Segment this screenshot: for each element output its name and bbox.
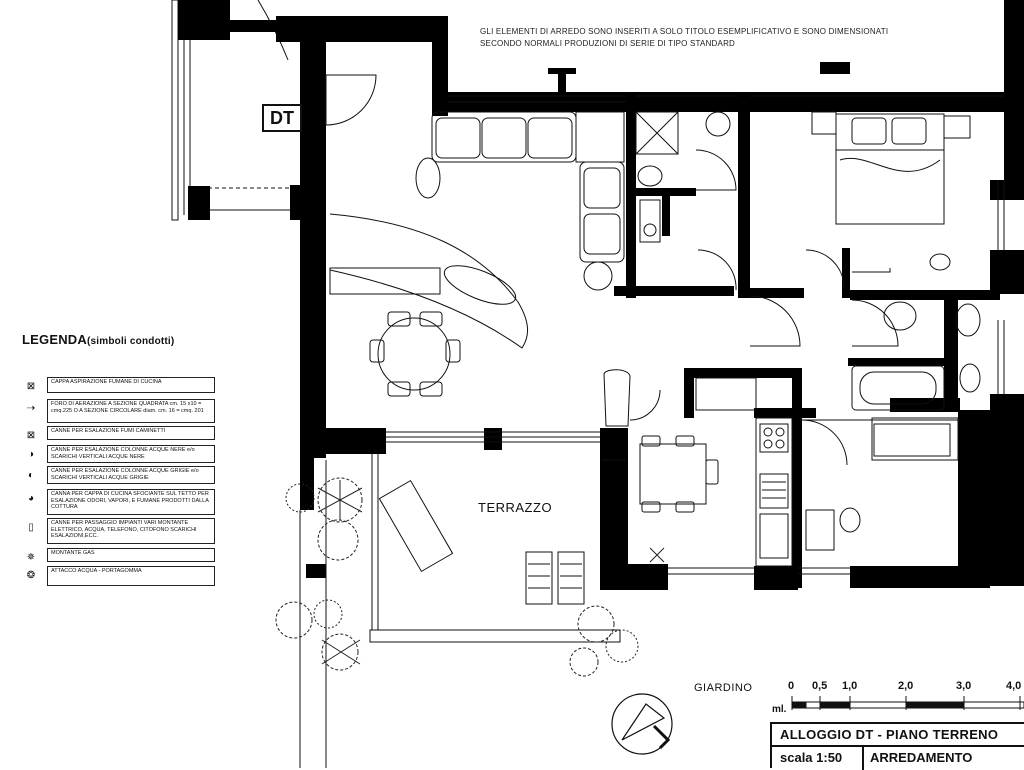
legend-item: ⊠ CANNE PER ESALAZIONE FUMI CAMINETTI	[20, 426, 216, 440]
legend-item: ▯ CANNE PER PASSAGGIO IMPIANTI VARI MONTA…	[20, 518, 216, 544]
bathroom-2	[851, 301, 981, 411]
plants	[275, 477, 665, 677]
bathroom-1	[635, 111, 731, 243]
legend-title-main: LEGENDA	[22, 332, 87, 347]
half-circle-right-icon: ◐	[27, 469, 35, 481]
legend-item-text: CAPPA ASPIRAZIONE FUMANE DI CUCINA	[47, 377, 215, 393]
scale-tick-label: 2,0	[898, 680, 914, 692]
legend-item: ◕ CANNA PER CAPPA DI CUCINA SFOCIANTE SUL…	[20, 489, 216, 515]
interior-walls	[614, 108, 1000, 588]
tap-icon: ❂	[26, 569, 36, 581]
title-block-subject: ARREDAMENTO	[870, 750, 973, 765]
legend-item-text: FORO DI AERAZIONE A SEZIONE QUADRATA cm.…	[47, 399, 215, 423]
gas-star-icon: ✵	[26, 551, 36, 563]
stair-landing	[171, 0, 305, 221]
windows	[386, 95, 1005, 575]
cross-box-icon: ⊠	[26, 380, 36, 392]
scale-bar	[791, 696, 1024, 710]
legend-title: LEGENDA(simboli condotti)	[22, 332, 174, 347]
scale-tick-label: 0,5	[812, 680, 828, 692]
scale-tick-label: 4,0	[1006, 680, 1022, 692]
compass-icon	[611, 693, 673, 755]
living-room-furniture	[329, 111, 631, 427]
title-block: ALLOGGIO DT - PIANO TERRENO scala 1:50 A…	[770, 722, 1024, 770]
legend-item: ◐ CANNE PER ESALAZIONE COLONNE ACQUE GRIG…	[20, 466, 216, 484]
door-swings	[325, 74, 899, 466]
legend-item-text: MONTANTE GAS	[47, 548, 215, 562]
quarter-circle-icon: ◕	[27, 492, 35, 504]
title-block-scale: scala 1:50	[780, 750, 843, 765]
legend-item: ◑ CANNE PER ESALAZIONE COLONNE ACQUE NERE…	[20, 445, 216, 463]
legend-item-text: ATTACCO ACQUA - PORTAGOMMA	[47, 566, 215, 586]
terrace-label: TERRAZZO	[478, 500, 553, 515]
lower-right-room	[800, 417, 960, 551]
title-block-unit: ALLOGGIO DT - PIANO TERRENO	[780, 727, 999, 742]
furniture-note-line1: GLI ELEMENTI DI ARREDO SONO INSERITI A S…	[480, 27, 889, 36]
kitchen	[639, 377, 793, 567]
half-circle-left-icon: ◑	[27, 448, 35, 460]
legend-item: ⊠ CAPPA ASPIRAZIONE FUMANE DI CUCINA	[20, 377, 216, 393]
scale-unit: ml.	[772, 704, 787, 715]
legend-title-sub: (simboli condotti)	[86, 336, 175, 347]
legend-item-text: CANNE PER ESALAZIONE COLONNE ACQUE NERE …	[47, 445, 215, 463]
furniture-note: GLI ELEMENTI DI ARREDO SONO INSERITI A S…	[480, 26, 888, 50]
unit-label: DT	[262, 104, 302, 132]
x-box-icon: ⊠	[26, 429, 36, 441]
title-block-vertical-divider	[862, 745, 864, 770]
vent-arrow-icon: ⇢	[26, 402, 36, 414]
legend-item-text: CANNE PER ESALAZIONE FUMI CAMINETTI	[47, 426, 215, 440]
legend-item-text: CANNA PER CAPPA DI CUCINA SFOCIANTE SUL …	[47, 489, 215, 515]
legend-item: ❂ ATTACCO ACQUA - PORTAGOMMA	[20, 566, 216, 586]
legend-item-text: CANNE PER PASSAGGIO IMPIANTI VARI MONTAN…	[47, 518, 215, 544]
legend-item-text: CANNE PER ESALAZIONE COLONNE ACQUE GRIGI…	[47, 466, 215, 484]
legend-item: ✵ MONTANTE GAS	[20, 548, 216, 562]
service-box-icon: ▯	[28, 521, 34, 533]
legend-item: ⇢ FORO DI AERAZIONE A SEZIONE QUADRATA cm…	[20, 399, 216, 423]
scale-tick-label: 1,0	[842, 680, 858, 692]
scale-tick-label: 3,0	[956, 680, 972, 692]
title-block-divider	[772, 745, 1024, 747]
scale-tick-label: 0	[788, 680, 795, 692]
terrace	[299, 454, 621, 768]
furniture-note-line2: SECONDO NORMALI PRODUZIONI DI SERIE DI T…	[480, 39, 736, 48]
bedroom	[811, 111, 971, 273]
garden-label: GIARDINO	[694, 682, 753, 694]
